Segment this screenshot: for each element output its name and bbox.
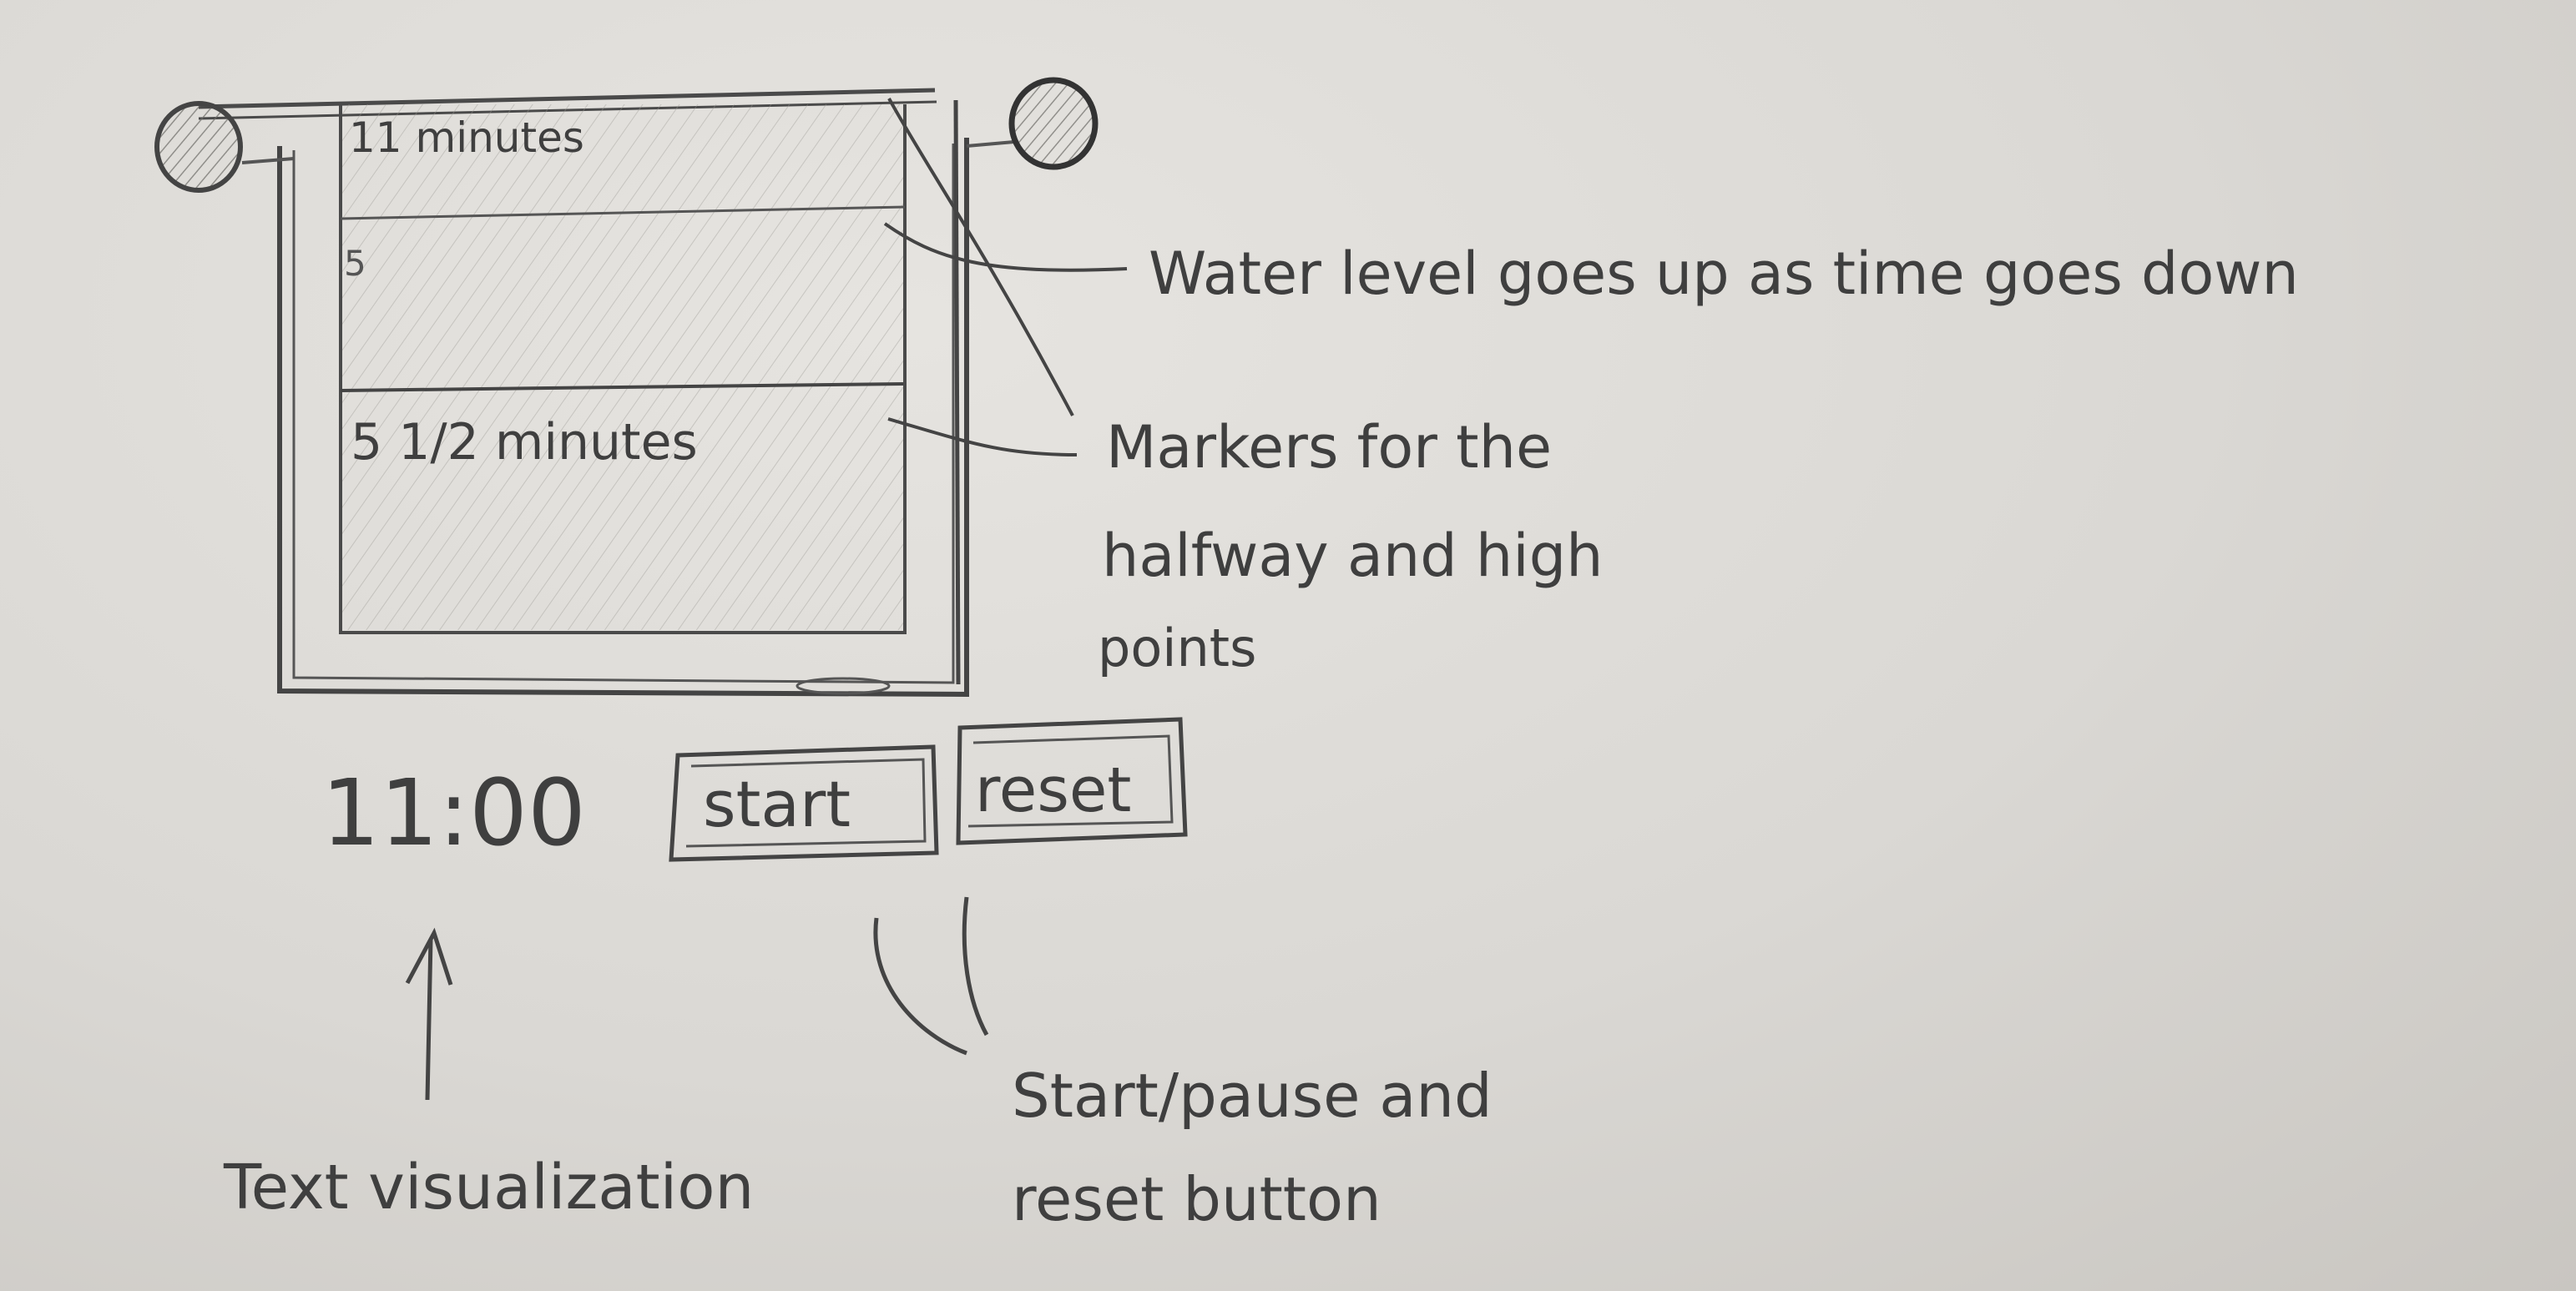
halfway-marker: 5 1/2 minutes — [340, 382, 904, 472]
mid-marker-label: 5 — [344, 243, 366, 284]
reset-button[interactable]: reset — [956, 717, 1188, 845]
markers-note-line2: halfway and high — [1102, 522, 1604, 590]
markers-note-line3: points — [1098, 618, 1256, 678]
mid-marker: 5 — [344, 243, 366, 284]
right-knob-icon — [1008, 77, 1099, 170]
high-marker-label: 11 minutes — [349, 113, 584, 162]
text-visualization-annotation: Text visualization — [223, 927, 754, 1223]
start-button-label: start — [703, 767, 851, 841]
reset-button-label: reset — [975, 754, 1131, 826]
water-level-note: Water level goes up as time goes down — [1149, 240, 2299, 308]
buttons-annotation: Start/pause and reset button — [873, 896, 1493, 1234]
water-level-annotation: Water level goes up as time goes down — [883, 98, 2299, 416]
buttons-note-line2: reset button — [1012, 1164, 1381, 1234]
halfway-marker-label: 5 1/2 minutes — [351, 413, 698, 472]
markers-annotation: Markers for the halfway and high points — [887, 413, 1604, 678]
water-tank — [198, 88, 1015, 698]
buttons-note-line1: Start/pause and — [1012, 1061, 1493, 1131]
inner-chamber — [339, 104, 907, 634]
start-button[interactable]: start — [669, 744, 939, 862]
high-marker: 11 minutes — [340, 113, 906, 220]
time-display: 11:00 — [321, 759, 586, 866]
text-visualization-note: Text visualization — [223, 1152, 754, 1223]
markers-note-line1: Markers for the — [1106, 413, 1552, 482]
left-knob-icon — [154, 101, 243, 193]
